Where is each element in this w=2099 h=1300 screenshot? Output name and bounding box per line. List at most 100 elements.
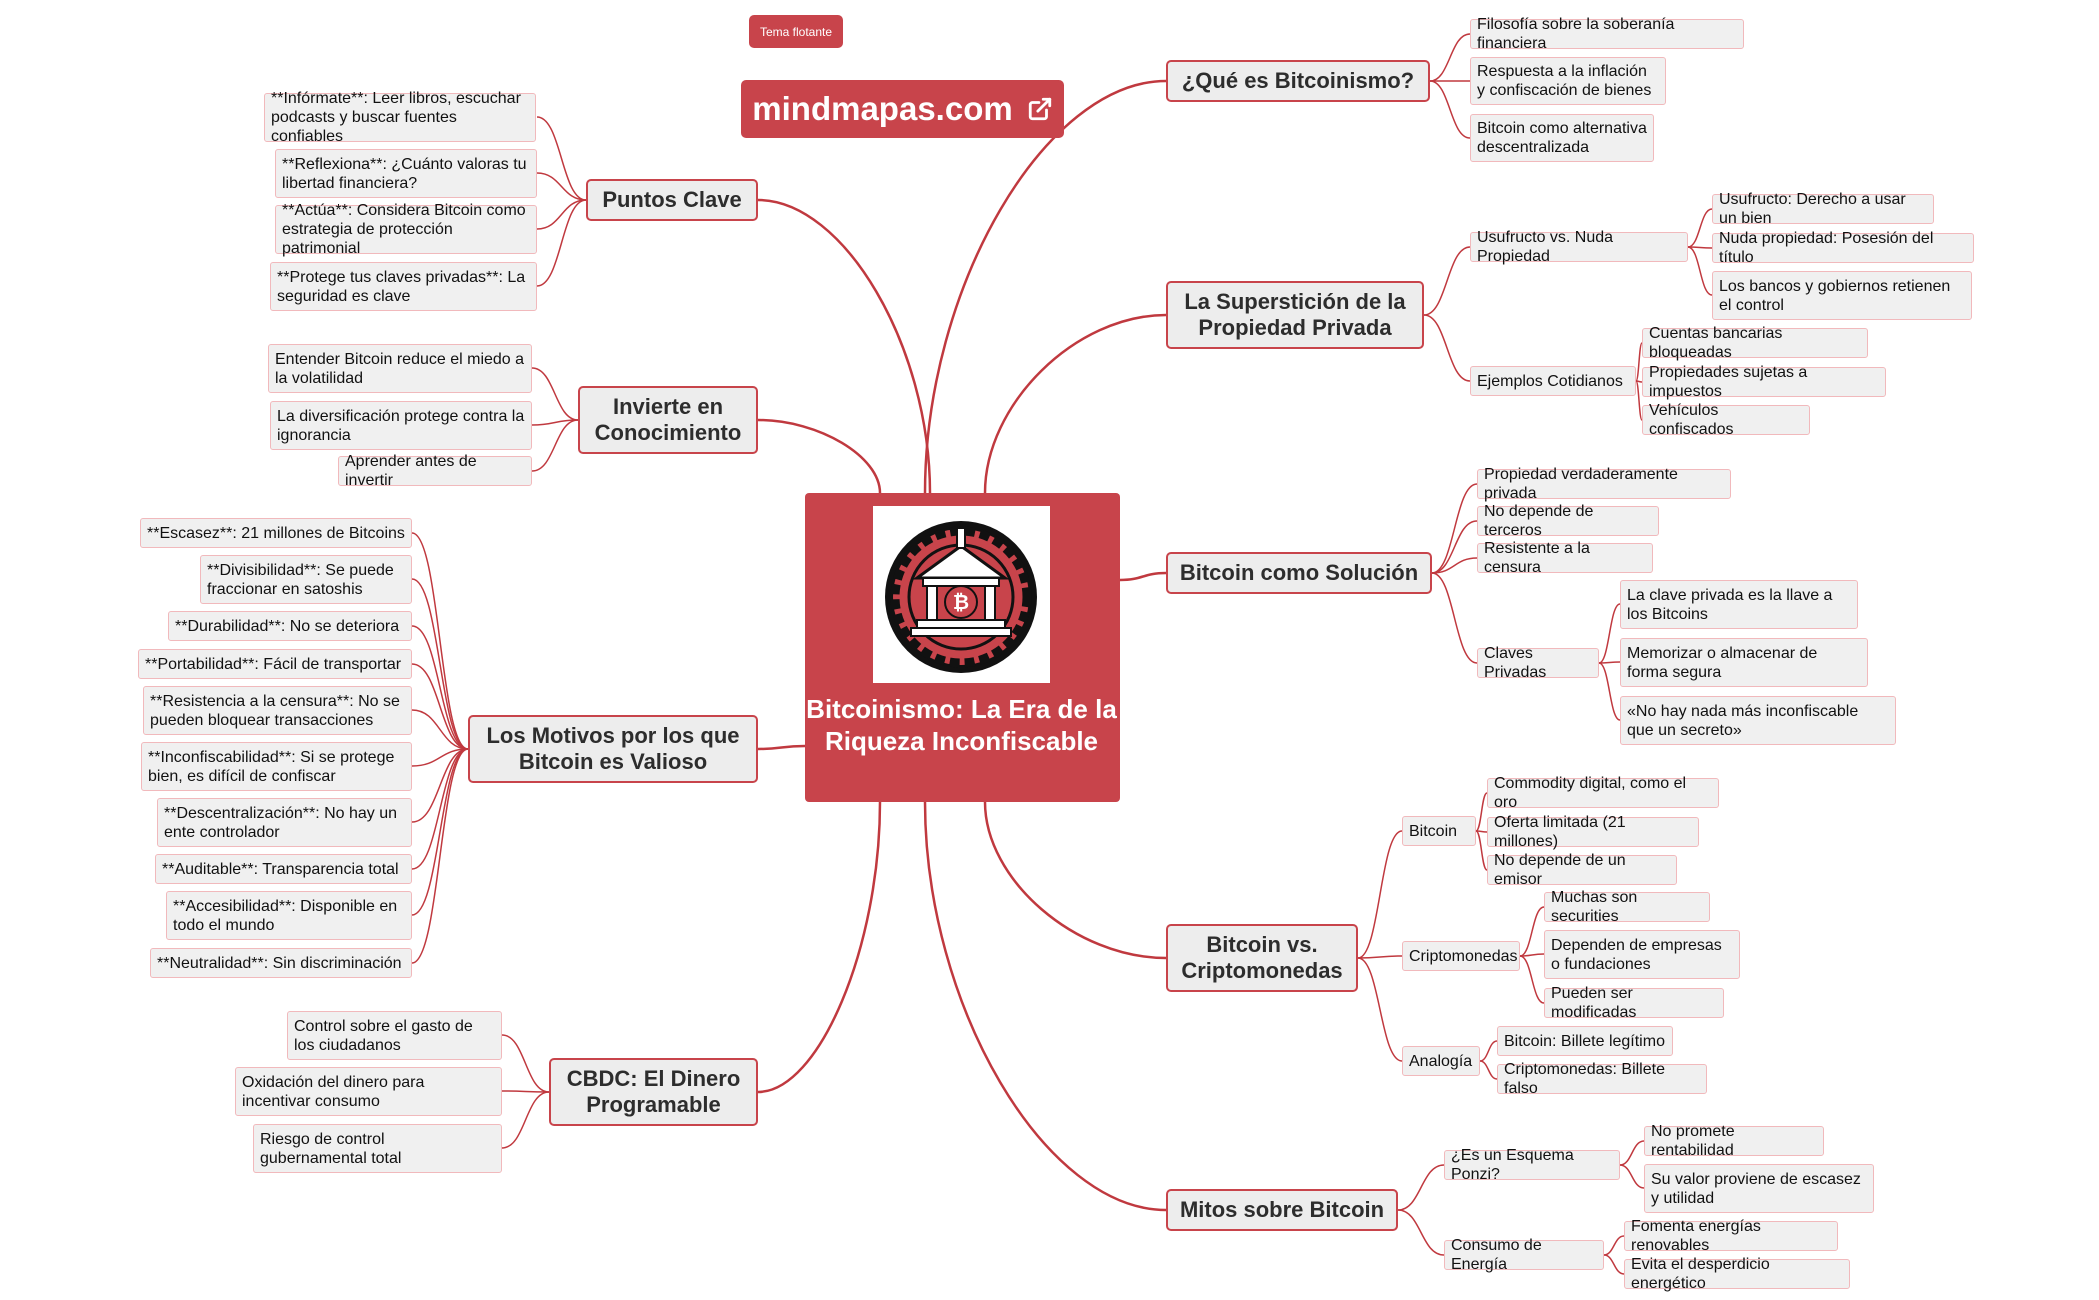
subtopic-criptomonedas[interactable]: Criptomonedas (1402, 941, 1520, 971)
connector (411, 625, 469, 750)
list-item[interactable]: **Escasez**: 21 millones de Bitcoins (140, 518, 412, 548)
central-title: Bitcoinismo: La Era de la Riqueza Inconf… (806, 694, 1117, 756)
list-item[interactable]: Criptomonedas: Billete falso (1497, 1061, 1707, 1097)
connector (1687, 208, 1713, 248)
connector (501, 1091, 550, 1149)
list-item[interactable]: Bitcoin: Billete legítimo (1497, 1026, 1673, 1056)
connector (1519, 906, 1545, 957)
list-item[interactable]: Vehículos confiscados (1642, 402, 1810, 438)
connector (1635, 342, 1643, 382)
list-item[interactable]: **Inconfiscabilidad**: Si se protege bie… (141, 742, 412, 791)
connector (1431, 572, 1478, 664)
list-item[interactable]: Dependen de empresas o fundaciones (1544, 930, 1740, 979)
topic-que-es-bitcoinismo[interactable]: ¿Qué es Bitcoinismo? (1166, 60, 1430, 102)
list-item[interactable]: Propiedad verdaderamente privada (1477, 466, 1731, 502)
list-item[interactable]: **Portabilidad**: Fácil de transportar (138, 649, 412, 679)
connector (411, 748, 469, 823)
list-item[interactable]: Entender Bitcoin reduce el miedo a la vo… (268, 344, 532, 393)
connector (983, 801, 1167, 960)
connector (1475, 792, 1488, 832)
list-item[interactable]: Su valor proviene de escasez y utilidad (1644, 1164, 1874, 1213)
list-item[interactable]: La clave privada es la llave a los Bitco… (1620, 580, 1858, 629)
connector (757, 801, 882, 1094)
list-item[interactable]: Filosofía sobre la soberanía financiera (1470, 16, 1744, 52)
connector (411, 748, 469, 767)
list-item[interactable]: **Infórmate**: Leer libros, escuchar pod… (264, 90, 536, 145)
list-item[interactable]: Riesgo de control gubernamental total (253, 1124, 502, 1173)
central-logo: ₿ (873, 506, 1050, 683)
connector (536, 116, 587, 201)
topic-motivos-valioso[interactable]: Los Motivos por los que Bitcoin es Valio… (468, 715, 758, 783)
list-item[interactable]: **Durabilidad**: No se deteriora (168, 611, 412, 641)
list-item[interactable]: Cuentas bancarias bloqueadas (1642, 325, 1868, 361)
connector (1357, 955, 1403, 959)
subtopic-esquema-ponzi[interactable]: ¿Es un Esquema Ponzi? (1444, 1147, 1620, 1183)
list-item[interactable]: Fomenta energías renovables (1624, 1218, 1838, 1254)
list-item[interactable]: **Reflexiona**: ¿Cuánto valoras tu liber… (275, 149, 537, 198)
list-item[interactable]: No promete rentabilidad (1644, 1123, 1824, 1159)
list-item[interactable]: **Neutralidad**: Sin discriminación (150, 948, 412, 978)
topic-invierte-conocimiento[interactable]: Invierte en Conocimiento (578, 386, 758, 454)
topic-bitcoin-solucion[interactable]: Bitcoin como Solución (1166, 552, 1432, 594)
list-item[interactable]: Los bancos y gobiernos retienen el contr… (1712, 271, 1972, 320)
list-item[interactable]: No depende de terceros (1477, 503, 1659, 539)
list-item[interactable]: Pueden ser modificadas (1544, 985, 1724, 1021)
subtopic-ejemplos[interactable]: Ejemplos Cotidianos (1470, 366, 1636, 396)
topic-cbdc[interactable]: CBDC: El Dinero Programable (549, 1058, 758, 1126)
connector (531, 419, 579, 426)
central-topic[interactable]: ₿ Bitcoinismo: La Era de la Riqueza Inco… (805, 493, 1120, 802)
list-item[interactable]: Commodity digital, como el oro (1487, 775, 1719, 811)
list-item[interactable]: Memorizar o almacenar de forma segura (1620, 638, 1868, 687)
list-item[interactable]: Muchas son securities (1544, 889, 1710, 925)
floating-topic-tag[interactable]: Tema flotante (749, 15, 843, 48)
connector (1479, 1060, 1498, 1080)
connector (1687, 246, 1713, 296)
topic-mitos-bitcoin[interactable]: Mitos sobre Bitcoin (1166, 1189, 1398, 1231)
connector (1479, 1040, 1498, 1062)
subtopic-usufructo[interactable]: Usufructo vs. Nuda Propiedad (1470, 229, 1688, 265)
connector (1475, 830, 1488, 871)
subtopic-claves-privadas[interactable]: Claves Privadas (1477, 645, 1599, 681)
connector (1603, 1254, 1625, 1275)
list-item[interactable]: **Divisibilidad**: Se puede fraccionar e… (200, 555, 412, 604)
topic-bitcoin-vs-cripto[interactable]: Bitcoin vs. Criptomonedas (1166, 924, 1358, 992)
list-item[interactable]: La diversificación protege contra la ign… (270, 401, 532, 450)
brand-banner[interactable]: mindmapas.com (741, 80, 1064, 138)
topic-supersticion-propiedad[interactable]: La Superstición de la Propiedad Privada (1166, 281, 1424, 349)
bitcoin-bank-chain-icon: ₿ (885, 521, 1037, 673)
connector (757, 418, 882, 494)
subtopic-bitcoin[interactable]: Bitcoin (1402, 816, 1476, 846)
subtopic-analogia[interactable]: Analogía (1402, 1046, 1480, 1076)
list-item[interactable]: «No hay nada más inconfiscable que un se… (1620, 696, 1896, 745)
connector (1429, 33, 1471, 82)
list-item[interactable]: Propiedades sujetas a impuestos (1642, 364, 1886, 400)
topic-puntos-clave[interactable]: Puntos Clave (586, 179, 758, 221)
list-item[interactable]: **Accesibilidad**: Disponible en todo el… (166, 891, 412, 940)
list-item[interactable]: No depende de un emisor (1487, 852, 1677, 888)
list-item[interactable]: **Protege tus claves privadas**: La segu… (270, 262, 537, 311)
list-item[interactable]: Respuesta a la inflación y confiscación … (1470, 57, 1666, 105)
list-item[interactable]: **Resistencia a la censura**: No se pued… (143, 686, 412, 735)
connector (1357, 830, 1403, 959)
subtopic-consumo-energia[interactable]: Consumo de Energía (1444, 1237, 1604, 1273)
connector (1619, 1140, 1645, 1166)
list-item[interactable]: Oferta limitada (21 millones) (1487, 814, 1699, 850)
list-item[interactable]: Oxidación del dinero para incentivar con… (235, 1067, 502, 1116)
connector (1431, 520, 1478, 574)
connector (411, 532, 469, 750)
list-item[interactable]: Nuda propiedad: Posesión del título (1712, 230, 1974, 266)
list-item[interactable]: Resistente a la censura (1477, 540, 1653, 576)
list-item[interactable]: **Actúa**: Considera Bitcoin como estrat… (275, 202, 537, 257)
list-item[interactable]: Evita el desperdicio energético (1624, 1256, 1850, 1292)
connector (1619, 1164, 1645, 1189)
list-item[interactable]: Usufructo: Derecho a usar un bien (1712, 191, 1934, 227)
list-item[interactable]: **Descentralización**: No hay un ente co… (157, 798, 412, 847)
list-item[interactable]: Bitcoin como alternativa descentralizada (1470, 114, 1654, 162)
list-item[interactable]: Control sobre el gasto de los ciudadanos (287, 1011, 502, 1060)
list-item[interactable]: **Auditable**: Transparencia total (155, 854, 412, 884)
list-item[interactable]: Aprender antes de invertir (338, 453, 532, 489)
connector (1397, 1164, 1445, 1211)
connector (1598, 661, 1621, 664)
connector (531, 419, 579, 472)
